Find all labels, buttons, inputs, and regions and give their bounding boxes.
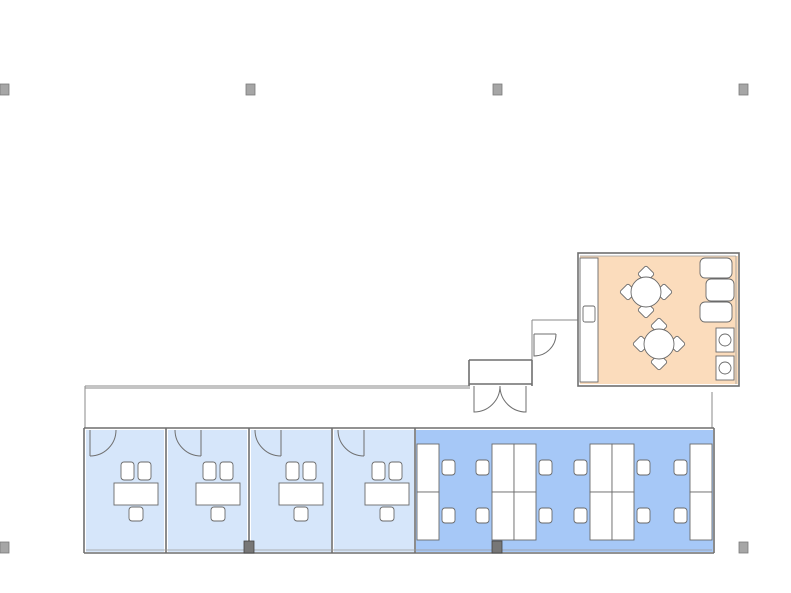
door-office-1 bbox=[89, 429, 117, 457]
workstation-desk bbox=[416, 443, 440, 493]
workstation-desk bbox=[611, 491, 635, 541]
workstation-desk bbox=[689, 443, 713, 493]
door-break-room bbox=[533, 333, 557, 357]
column bbox=[492, 83, 503, 96]
workstation-desk bbox=[689, 491, 713, 541]
column bbox=[738, 541, 749, 554]
door-entry-left bbox=[473, 385, 501, 413]
column bbox=[245, 83, 256, 96]
office-2-furniture bbox=[195, 461, 241, 522]
doors bbox=[89, 333, 557, 457]
open-office-furniture bbox=[416, 443, 713, 541]
open-office-floor bbox=[416, 430, 713, 552]
office-3-furniture bbox=[278, 461, 324, 522]
column bbox=[0, 83, 10, 96]
structural-columns bbox=[0, 83, 749, 554]
workstation-desk bbox=[513, 491, 537, 541]
office-4-furniture bbox=[364, 461, 410, 522]
door-office-4 bbox=[337, 429, 365, 457]
workstation-desk bbox=[513, 443, 537, 493]
workstation-desk bbox=[611, 443, 635, 493]
door-office-3 bbox=[254, 429, 282, 457]
lounge-chair bbox=[699, 301, 733, 323]
corridor bbox=[84, 319, 713, 428]
round-table-1 bbox=[619, 265, 673, 319]
round-table-2 bbox=[632, 317, 686, 371]
column bbox=[0, 541, 10, 554]
lounge-chair bbox=[705, 278, 735, 302]
column bbox=[491, 540, 503, 554]
open-office-chairs bbox=[441, 459, 688, 524]
door-office-2 bbox=[174, 429, 202, 457]
column bbox=[243, 540, 255, 554]
workstation-desk bbox=[589, 491, 613, 541]
workstation-desk bbox=[491, 443, 515, 493]
workstation-desk bbox=[416, 491, 440, 541]
office-furniture bbox=[113, 461, 410, 522]
break-room-furniture bbox=[579, 257, 735, 383]
column bbox=[738, 83, 749, 96]
workstation-desk bbox=[589, 443, 613, 493]
workstation-desk bbox=[491, 491, 515, 541]
door-entry-right bbox=[499, 385, 527, 413]
walls bbox=[83, 252, 740, 554]
office-1-furniture bbox=[113, 461, 159, 522]
sink bbox=[582, 305, 596, 323]
walls-inner bbox=[86, 255, 737, 551]
lounge-chair bbox=[699, 257, 733, 279]
